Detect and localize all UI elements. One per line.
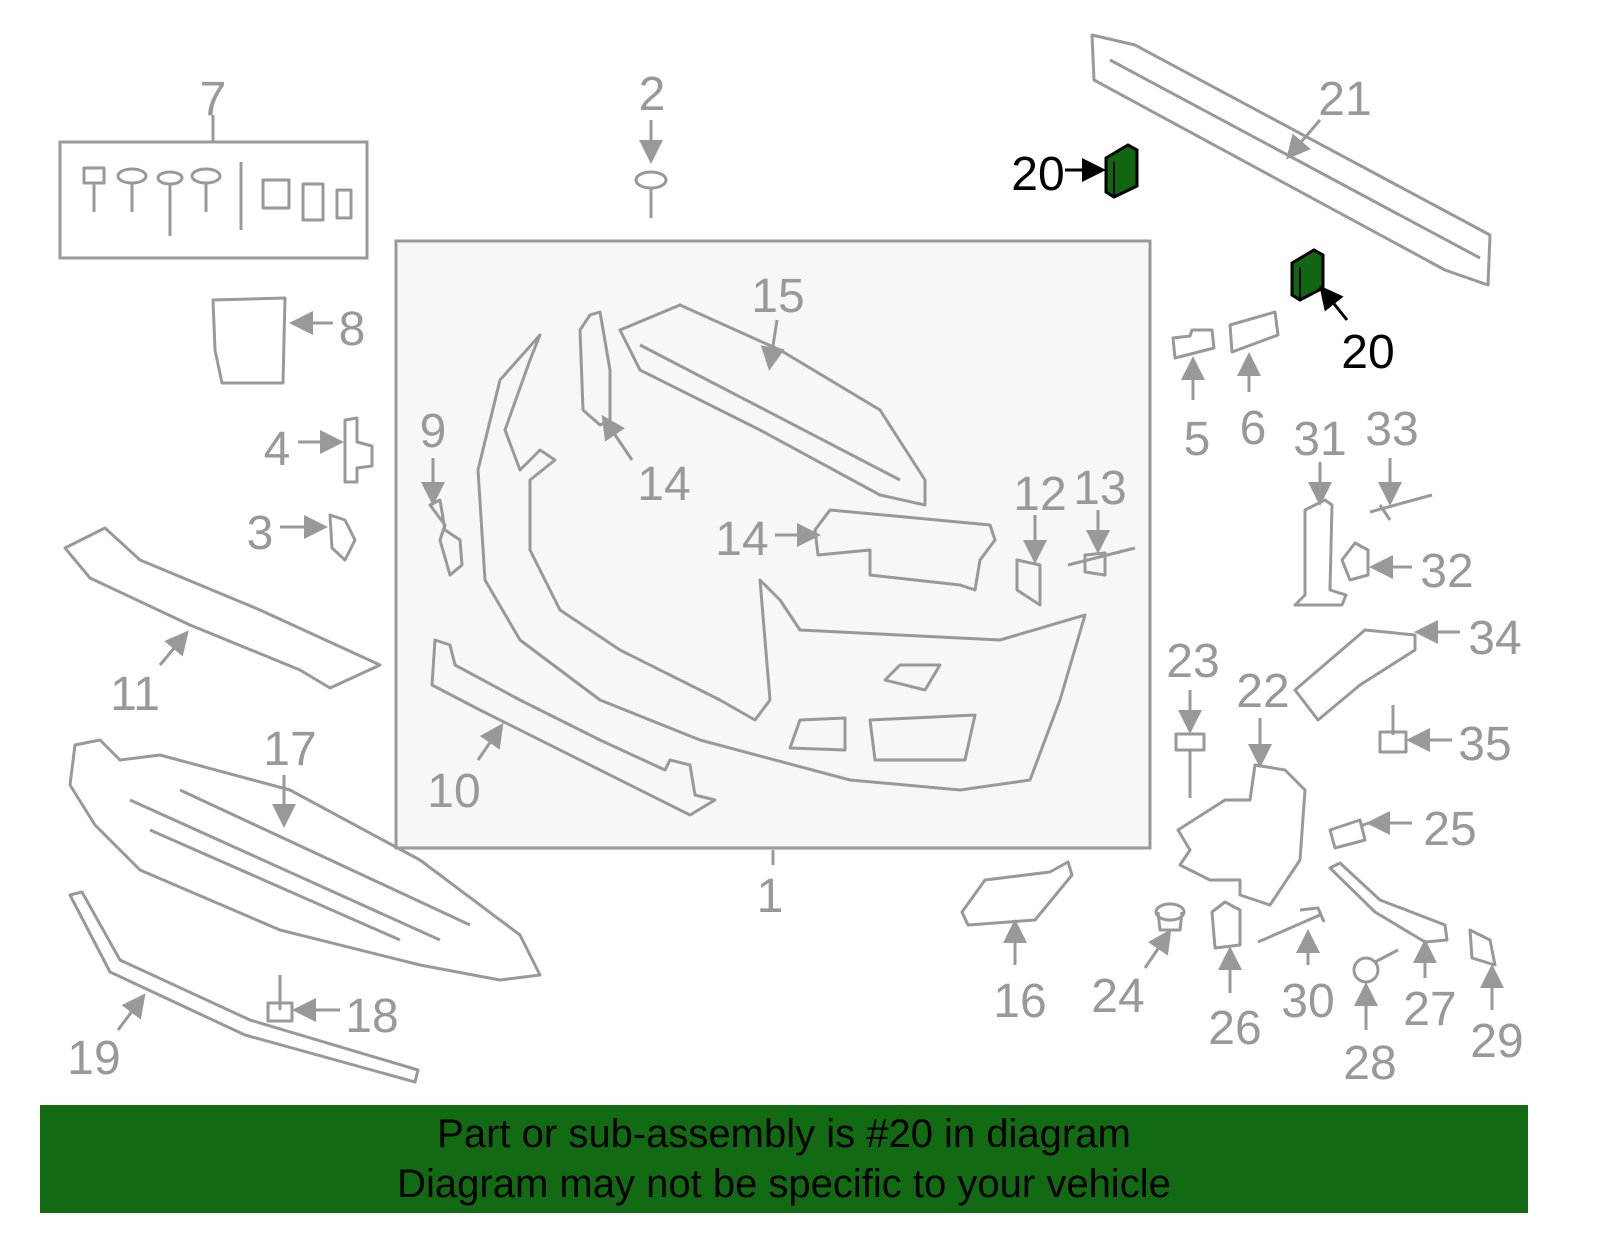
callout-16: 16: [993, 975, 1046, 1028]
callout-5: 5: [1184, 413, 1211, 466]
callout-17: 17: [263, 723, 316, 776]
callout-8: 8: [339, 303, 366, 356]
callout-24: 24: [1091, 970, 1144, 1023]
bumper-assembly-box: [394, 239, 1152, 850]
part-34-bracket: [1293, 628, 1417, 722]
banner-line-1: Part or sub-assembly is #20 in diagram: [437, 1112, 1131, 1156]
part-30-rivet: [1257, 906, 1326, 944]
callout-1: 1: [757, 870, 784, 923]
callout-31: 31: [1293, 413, 1346, 466]
callout-14: 14: [637, 458, 690, 511]
callout-27: 27: [1403, 983, 1456, 1036]
part-23-bolt: [1174, 732, 1206, 798]
callout-23: 23: [1166, 635, 1219, 688]
part-3-clip: [328, 513, 357, 562]
part-19-strip: [68, 890, 420, 1084]
part-32-nut: [1340, 541, 1370, 582]
part-21-reinforcement: [1090, 33, 1492, 287]
callout-13: 13: [1073, 462, 1126, 515]
callout-4: 4: [264, 423, 291, 476]
part-17-undertray: [68, 738, 542, 982]
callout-2: 2: [639, 68, 666, 121]
part-25-bolt: [1328, 818, 1379, 850]
part-5-clip: [1171, 328, 1216, 360]
part-20-absorber[interactable]: [1104, 143, 1139, 199]
callout-14: 14: [715, 513, 768, 566]
part-26-clip: [1210, 900, 1242, 950]
part-11-trim: [63, 526, 382, 690]
hardware-kit-box: [58, 140, 369, 260]
part-14-bracket-side: [813, 508, 997, 592]
callout-10: 10: [427, 765, 480, 818]
part-28-screw: [1352, 948, 1399, 984]
callout-3: 3: [247, 507, 274, 560]
callout-21: 21: [1318, 73, 1371, 126]
callout-22: 22: [1236, 665, 1289, 718]
part-35-bolt: [1378, 705, 1408, 754]
part-33-rivet: [1369, 493, 1433, 521]
callout-15: 15: [751, 270, 804, 323]
callout-12: 12: [1013, 468, 1066, 521]
callout-20: 20: [1341, 326, 1394, 379]
callout-29: 29: [1470, 1015, 1523, 1068]
callout-30: 30: [1281, 975, 1334, 1028]
part-20-absorber[interactable]: [1290, 248, 1325, 302]
part-24-nut: [1154, 902, 1186, 932]
callout-26: 26: [1208, 1002, 1261, 1055]
part-27-bracket: [1328, 861, 1449, 944]
hardware-kit-fasteners: [82, 162, 353, 236]
callout-28: 28: [1343, 1037, 1396, 1090]
callout-25: 25: [1423, 803, 1476, 856]
callout-33: 33: [1365, 403, 1418, 456]
callout-7: 7: [200, 73, 227, 126]
callout-18: 18: [345, 990, 398, 1043]
callout-32: 32: [1420, 545, 1473, 598]
part-2-screw: [634, 170, 668, 218]
part-31-bracket: [1293, 498, 1348, 607]
part-6-clip: [1228, 310, 1280, 354]
part-16-cover: [960, 860, 1074, 927]
part-15-grille: [618, 303, 927, 507]
part-4-clip: [343, 416, 374, 484]
part-8-bag: [211, 296, 287, 385]
callout-35: 35: [1458, 718, 1511, 771]
part-9-cap: [428, 498, 464, 577]
callout-20: 20: [1011, 148, 1064, 201]
callout-19: 19: [67, 1032, 120, 1085]
part-1-bumper-cover: [476, 333, 1087, 792]
callout-9: 9: [420, 405, 447, 458]
part-29-clip: [1468, 928, 1497, 967]
info-banner: Part or sub-assembly is #20 in diagram D…: [40, 1105, 1528, 1213]
callout-6: 6: [1240, 402, 1267, 455]
callout-11: 11: [110, 668, 160, 721]
part-22-bracket: [1176, 763, 1307, 907]
banner-line-2: Diagram may not be specific to your vehi…: [397, 1162, 1171, 1206]
part-18-bolt: [266, 975, 294, 1023]
part-10-bracket: [430, 638, 717, 817]
callout-34: 34: [1468, 612, 1521, 665]
